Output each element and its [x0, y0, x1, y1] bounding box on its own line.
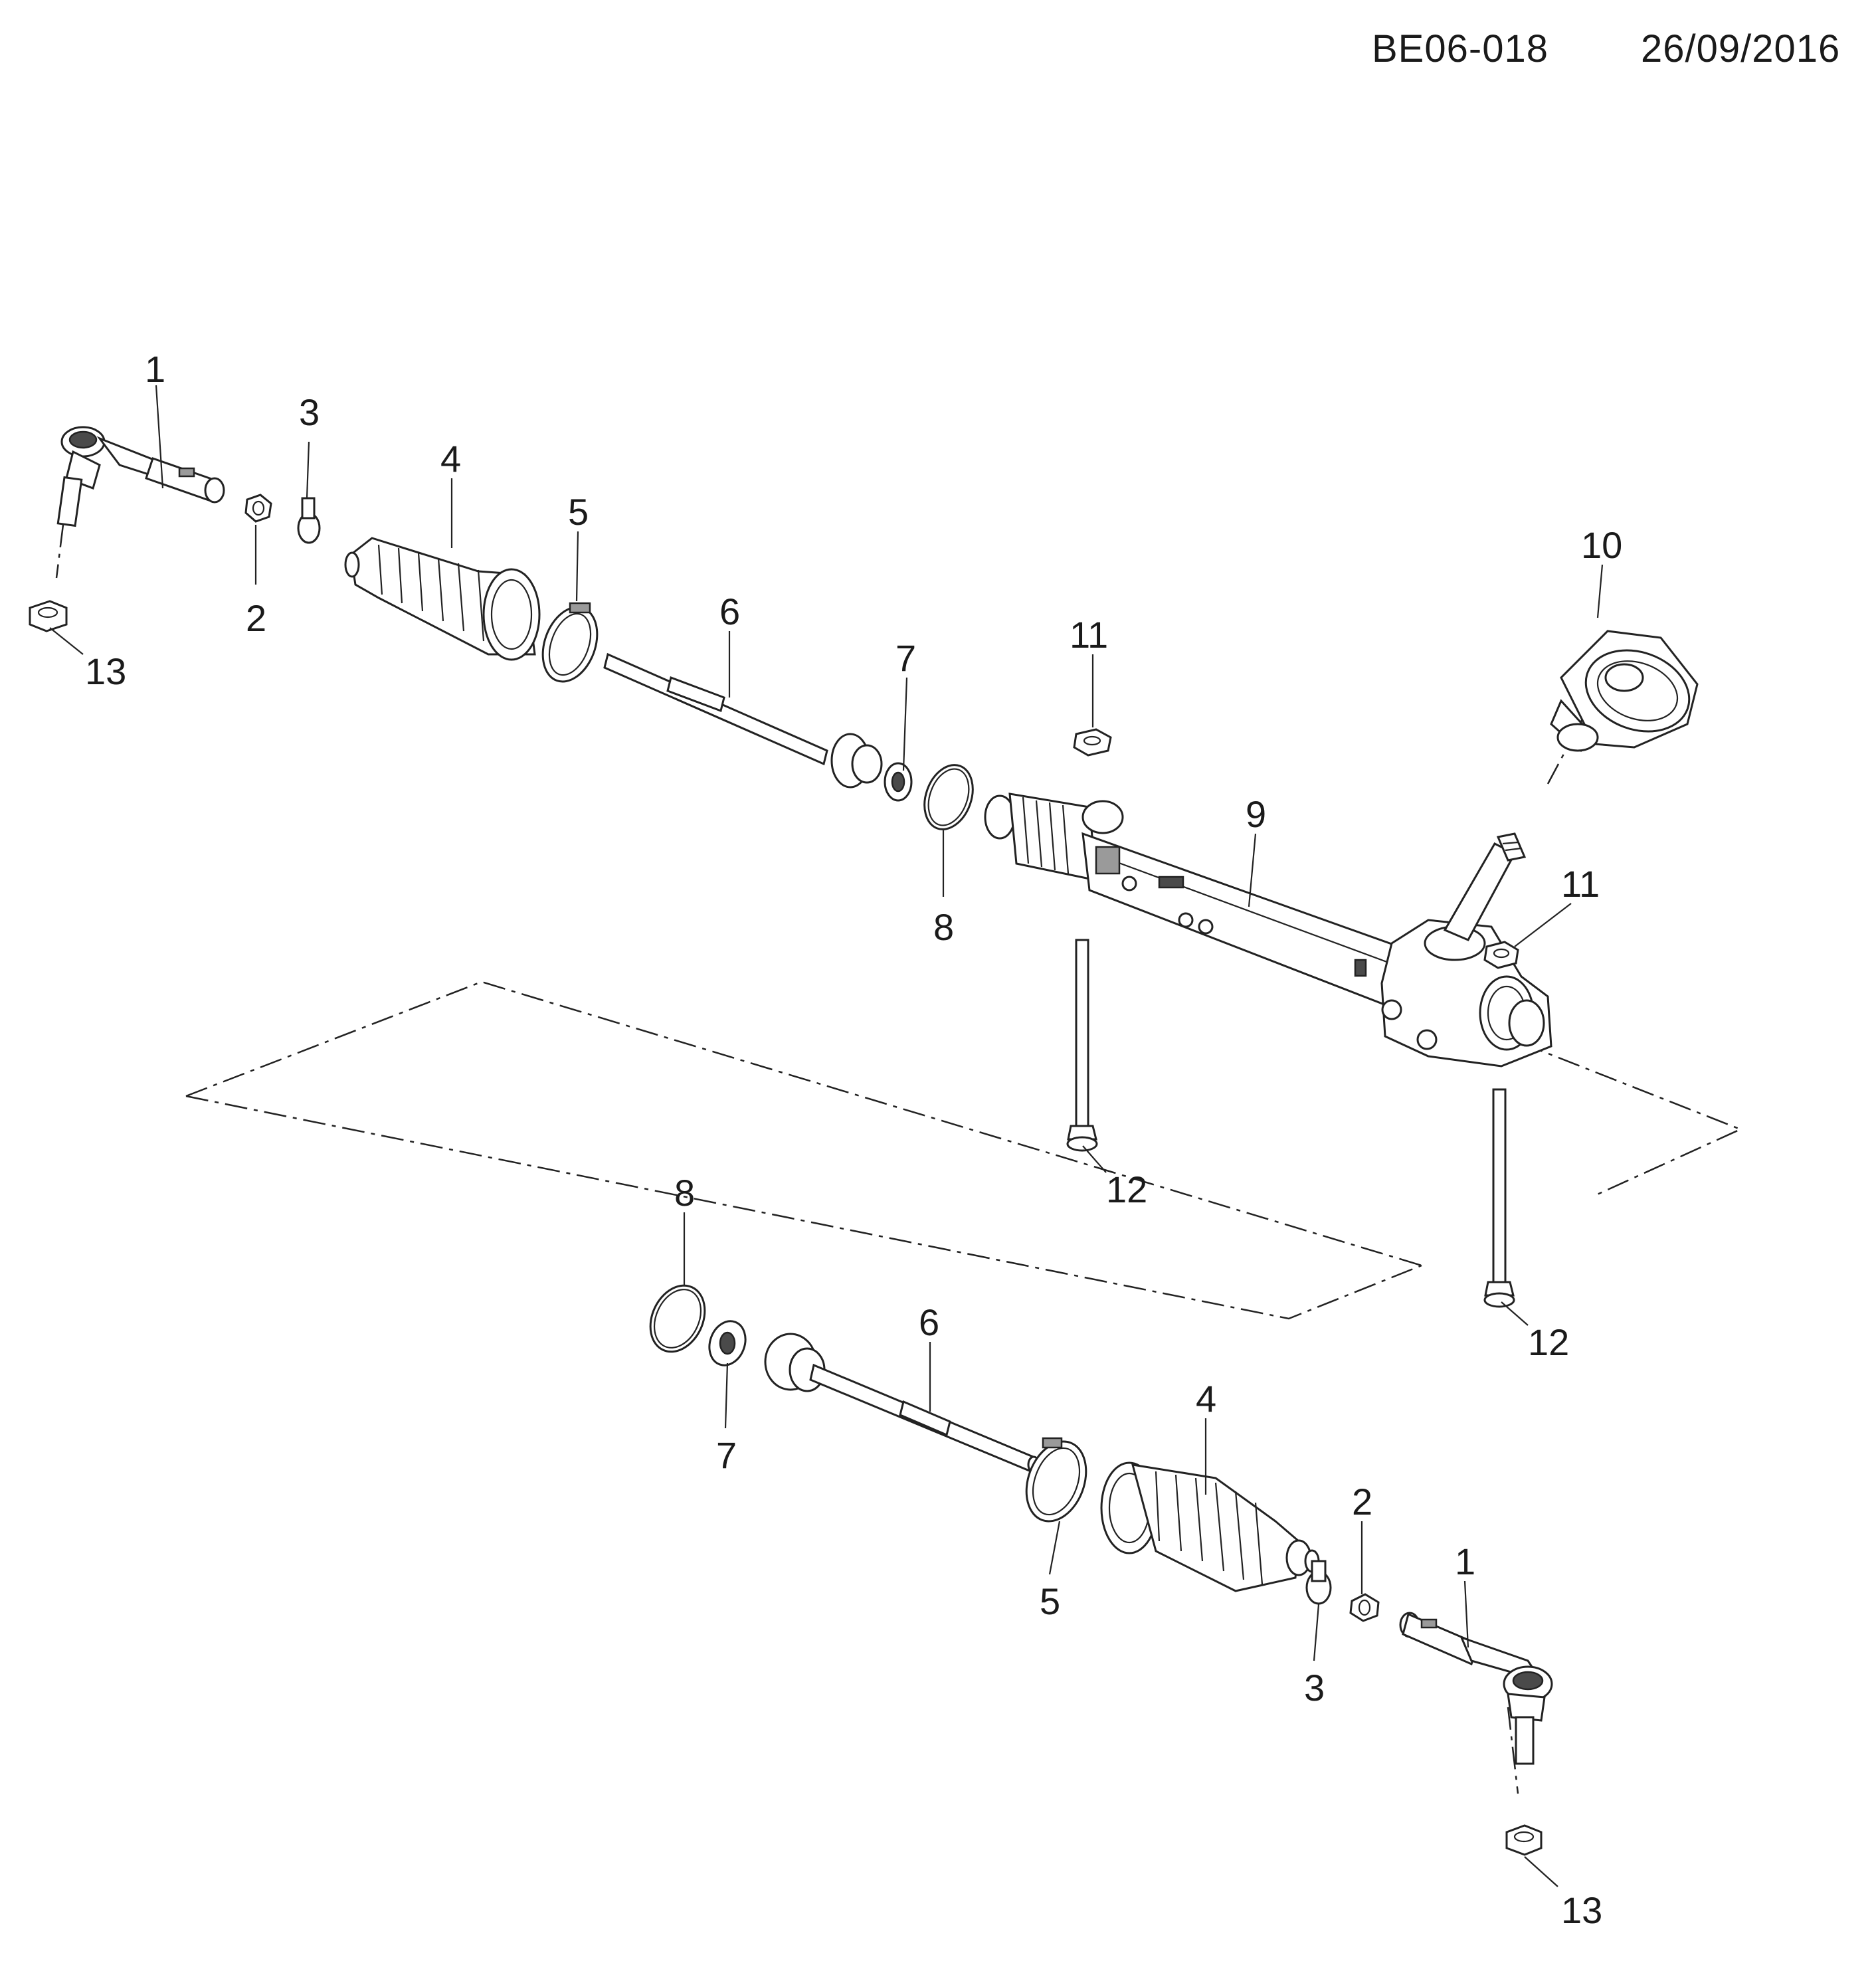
callout-2-upper: 2 — [246, 597, 266, 639]
callout-1-lower: 1 — [1455, 1541, 1475, 1582]
callout-12-left: 12 — [1106, 1168, 1147, 1210]
steering-rack-housing — [984, 793, 1552, 1068]
callout-2-lower: 2 — [1352, 1481, 1372, 1523]
callout-5-upper: 5 — [568, 491, 589, 533]
boot-clip-upper — [297, 497, 321, 544]
rack-boot-lower — [1100, 1461, 1320, 1592]
callout-10: 10 — [1581, 524, 1622, 566]
mounting-nut-right — [1483, 941, 1519, 969]
inner-tie-rod-lower — [764, 1333, 1040, 1474]
lock-washer-lower — [708, 1320, 747, 1366]
diagram-code: BE06-018 — [1372, 27, 1548, 70]
o-ring-upper — [923, 764, 974, 830]
callout-6-lower: 6 — [919, 1301, 939, 1343]
boot-clamp-lower — [1025, 1437, 1087, 1523]
callout-labels: 1 2 3 4 5 6 7 8 9 10 11 11 12 12 13 8 7 … — [85, 348, 1622, 1931]
inner-tie-rod-upper — [603, 652, 883, 789]
jam-nut-upper — [244, 494, 272, 523]
jam-nut-lower — [1349, 1593, 1380, 1622]
leader-lines — [49, 385, 1604, 1887]
o-ring-lower — [649, 1284, 706, 1353]
callout-3-lower: 3 — [1304, 1667, 1325, 1709]
callout-1-upper: 1 — [145, 348, 165, 390]
boot-clamp-upper — [541, 602, 599, 683]
callout-8-lower: 8 — [674, 1172, 695, 1214]
callout-7-upper: 7 — [895, 637, 916, 679]
callout-6-upper: 6 — [719, 591, 740, 632]
pinion-dust-seal — [1550, 630, 1699, 753]
callout-4-upper: 4 — [440, 438, 461, 480]
lock-washer-upper — [884, 762, 913, 802]
callout-11-top: 11 — [1070, 614, 1108, 656]
phantom-assembly-outline — [55, 524, 1743, 1794]
mounting-bolt-left — [1066, 939, 1098, 1152]
mounting-bolt-right — [1483, 1088, 1515, 1308]
callout-11-right: 11 — [1561, 863, 1600, 905]
callout-4-lower: 4 — [1196, 1378, 1216, 1420]
callout-8-upper: 8 — [933, 906, 954, 948]
tie-rod-end-lower — [1399, 1612, 1553, 1765]
tie-rod-end-nut-upper — [29, 600, 68, 632]
callout-3-upper: 3 — [299, 391, 320, 433]
tie-rod-end-nut-lower — [1505, 1824, 1543, 1856]
callout-7-lower: 7 — [716, 1434, 737, 1476]
mounting-nut-top — [1073, 728, 1112, 757]
callout-5-lower: 5 — [1040, 1580, 1060, 1622]
callout-13-lower: 13 — [1561, 1889, 1602, 1931]
rack-boot-upper — [344, 537, 541, 661]
callout-9: 9 — [1246, 793, 1266, 835]
callout-12-right: 12 — [1528, 1321, 1569, 1363]
tie-rod-end-upper — [56, 426, 225, 527]
boot-clip-lower — [1305, 1560, 1332, 1605]
diagram-date: 26/09/2016 — [1641, 27, 1841, 70]
callout-13-upper: 13 — [85, 650, 126, 692]
